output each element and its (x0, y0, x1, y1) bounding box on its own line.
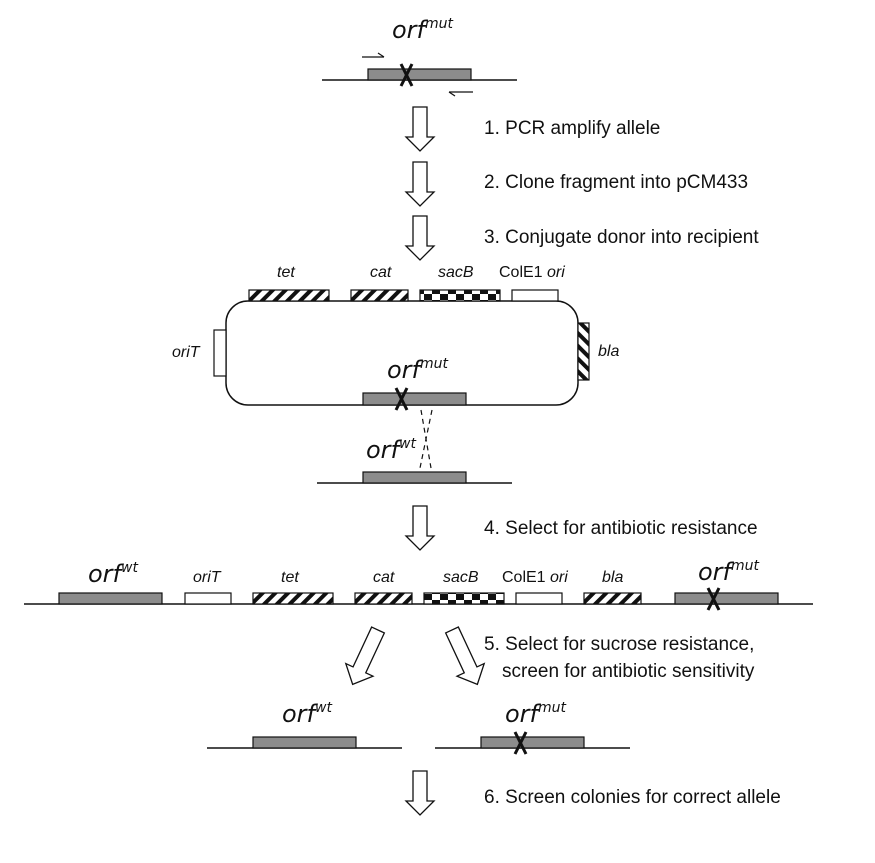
bla-label: bla (602, 569, 623, 586)
product-wt-locus: orfwt (207, 700, 402, 749)
orf-wt-gene (362, 471, 467, 484)
cointegrate-chromosome: orfwt oriT tet cat sacB ColE1 ori bla or… (24, 558, 813, 611)
cole1-ori-label: ColE1 ori (502, 569, 568, 586)
step-5-text-line1: 5. Select for sucrose resistance, (484, 634, 754, 655)
sacb-gene (423, 592, 505, 605)
diagonal-arrow-right-icon (444, 626, 486, 686)
orf-mut-gene-plasmid (362, 392, 467, 406)
reverse-primer-arrow-icon (448, 91, 473, 97)
orf-mut-label-product: orfmut (505, 700, 567, 728)
orf-wt-label-recipient: orfwt (366, 436, 416, 464)
cat-label: cat (373, 569, 395, 586)
orf-mut-label-top: orfmut (392, 16, 454, 44)
step-5-text-line2: screen for antibiotic sensitivity (502, 661, 755, 682)
cat-label: cat (370, 264, 392, 281)
orf-mut-gene (674, 592, 779, 605)
down-arrow-icon (405, 770, 435, 816)
orit-element (184, 592, 232, 605)
mutation-x-icon (513, 731, 528, 755)
cat-gene (354, 592, 413, 605)
plasmid-pcm433: tet cat sacB ColE1 ori oriT bla orfmut (172, 264, 619, 411)
orit-element (213, 329, 227, 377)
down-arrow-icon (405, 161, 435, 207)
recipient-locus: orfwt (317, 436, 512, 484)
crossover-lines (419, 409, 433, 469)
down-arrow-icon (405, 106, 435, 152)
orf-mut-gene (367, 68, 472, 81)
forward-primer-arrow-icon (362, 52, 385, 58)
sacb-label: sacB (438, 264, 474, 281)
down-arrow-icon (405, 505, 435, 551)
orf-mut-label-plasmid: orfmut (387, 356, 449, 384)
initial-locus: orfmut (322, 16, 517, 97)
step-2-text: 2. Clone fragment into pCM433 (484, 172, 748, 193)
orit-label: oriT (193, 569, 222, 586)
step-1-text: 1. PCR amplify allele (484, 118, 660, 139)
bla-gene (577, 322, 590, 381)
orf-wt-label-product: orfwt (282, 700, 332, 728)
tet-gene (248, 289, 330, 302)
orf-wt-gene (252, 736, 357, 749)
step-4-text: 4. Select for antibiotic resistance (484, 518, 758, 539)
mutation-x-icon (706, 587, 721, 611)
cole1-ori-element (511, 289, 559, 302)
product-mut-locus: orfmut (435, 700, 630, 755)
tet-label: tet (277, 264, 295, 281)
down-arrow-icon (405, 215, 435, 261)
orf-mut-gene (480, 736, 585, 749)
cole1-ori-element (515, 592, 563, 605)
plasmid-backbone (225, 300, 579, 406)
orf-wt-label-cointegrate: orfwt (88, 560, 138, 588)
orf-wt-gene (58, 592, 163, 605)
bla-label: bla (598, 343, 619, 360)
step-3-text: 3. Conjugate donor into recipient (484, 227, 759, 248)
mutation-x-icon (394, 387, 409, 411)
cat-gene (350, 289, 409, 302)
sacb-label: sacB (443, 569, 479, 586)
diagonal-arrow-left-icon (344, 626, 386, 686)
step-6-text: 6. Screen colonies for correct allele (484, 787, 781, 808)
orf-mut-label-cointegrate: orfmut (698, 558, 760, 586)
orit-label: oriT (172, 344, 201, 361)
cole1-ori-label: ColE1 ori (499, 264, 565, 281)
tet-label: tet (281, 569, 299, 586)
sacb-gene (419, 289, 501, 302)
tet-gene (252, 592, 334, 605)
bla-gene (583, 592, 642, 605)
mutation-x-icon (399, 63, 414, 87)
